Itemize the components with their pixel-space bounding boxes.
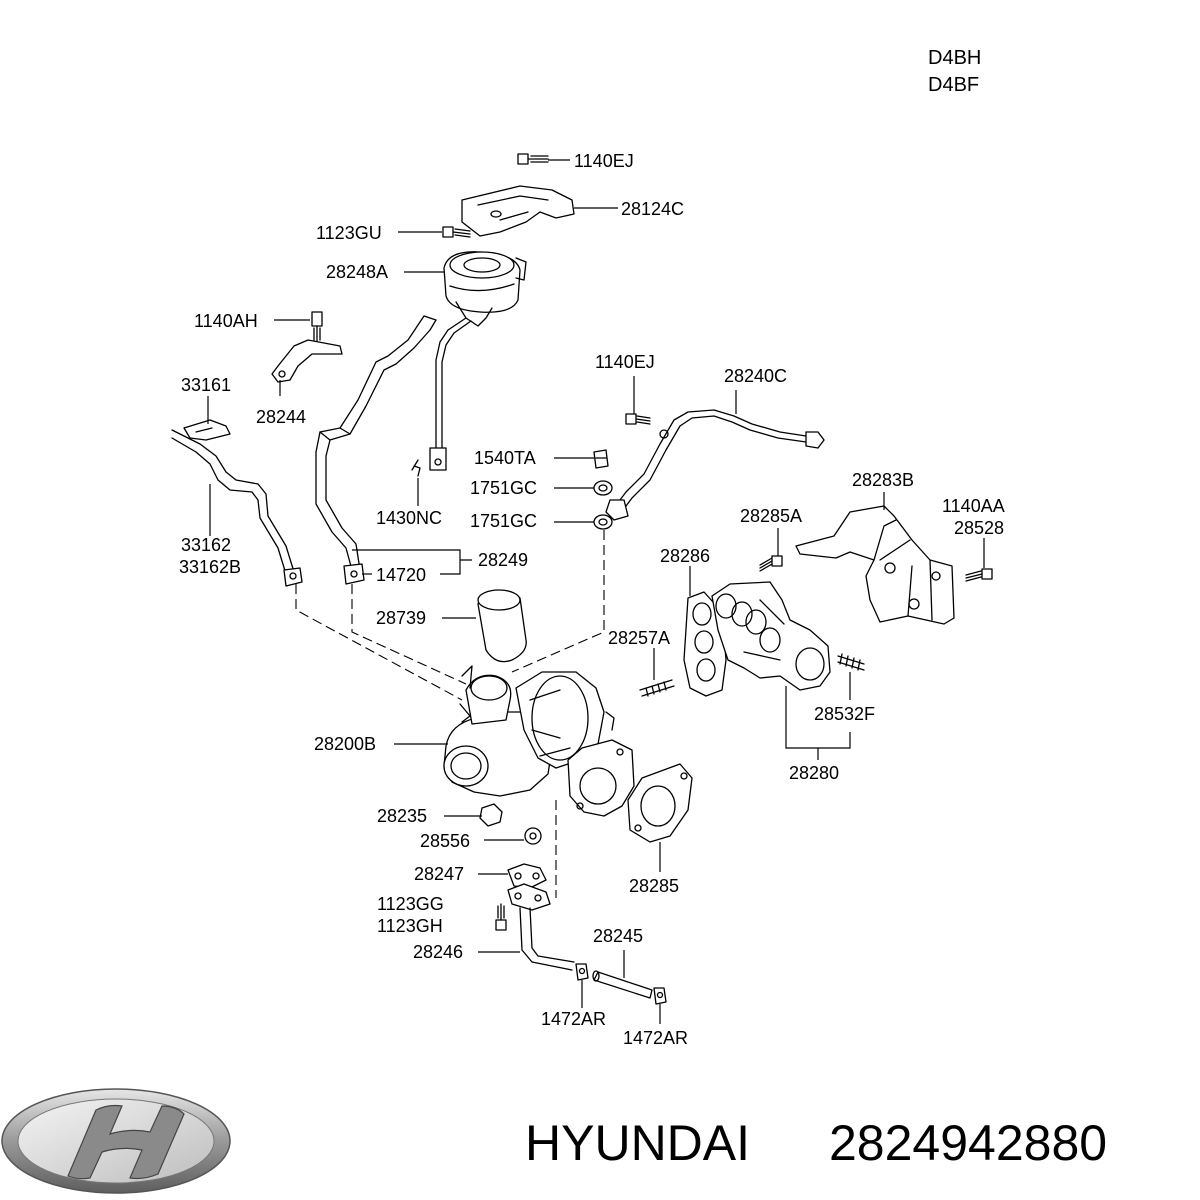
stud-28257a-drawing [639,679,675,697]
engine-code-d4bf: D4BF [928,74,979,96]
pipe-28240c-drawing [605,409,825,521]
label-28556: 28556 [420,831,470,851]
hose-28739-drawing [477,589,527,663]
label-1751gc-a: 1751GC [470,478,537,498]
washer-1751gc-a-drawing [593,480,613,496]
bracket-28244-drawing [271,339,343,383]
label-1472ar-a: 1472AR [541,1009,606,1029]
label-1140aa: 1140AA [942,496,1005,516]
part-number: 2824942880 [829,1115,1107,1171]
label-1540ta: 1540TA [474,448,536,468]
label-28283b: 28283B [852,470,914,490]
bolt-1540ta-drawing [593,449,609,469]
pipe-33162-drawing [171,429,303,587]
heat-protector-28283b-drawing [795,505,955,625]
label-1430nc: 1430NC [376,508,442,528]
pipe-28249-drawing [315,315,437,585]
label-28248a: 28248A [326,262,388,282]
label-28249: 28249 [478,550,528,570]
exhaust-manifold-28280-drawing [711,581,831,691]
label-1140ej-top: 1140EJ [574,151,634,171]
label-14720: 14720 [376,565,426,585]
part-labels: 1140EJ 28124C 1123GU 28248A 1140AH 33161… [179,151,1005,1048]
turbocharger-28200b-drawing [443,665,635,817]
hose-28245-drawing [593,971,653,999]
engine-code-d4bh: D4BH [928,47,981,69]
label-28235: 28235 [377,806,427,826]
label-28285a: 28285A [740,506,802,526]
bolt-1140ah-drawing [311,311,323,343]
actuator-28248a-drawing [429,251,527,471]
washer-1751gc-b-drawing [593,514,613,530]
heat-shield-28124c-drawing [461,185,575,237]
label-28532f: 28532F [814,704,875,724]
label-28124c: 28124C [621,199,684,219]
brand-name: HYUNDAI [525,1115,750,1171]
label-1123gu: 1123GU [316,223,382,243]
bolt-1140ej-top-drawing [517,153,549,165]
label-1751gc-b: 1751GC [470,511,537,531]
bolt-28285a-drawing [759,555,783,572]
clamp-1472ar-a-drawing [575,963,589,981]
bolt-1140ej-mid-drawing [625,413,651,425]
label-28240c: 28240C [724,366,787,386]
hyundai-logo-icon [1,1088,231,1194]
nut-28235-drawing [479,803,503,827]
label-28286: 28286 [660,546,710,566]
label-28245: 28245 [593,926,643,946]
label-28200b: 28200B [314,734,376,754]
label-28528: 28528 [954,518,1004,538]
label-28739: 28739 [376,608,426,628]
label-1140ah: 1140AH [194,311,258,331]
label-1140ej-mid: 1140EJ [595,352,655,372]
label-1123gg: 1123GG [377,894,444,914]
label-28257a: 28257A [608,628,670,648]
assembly-dashed-lines [295,530,605,898]
label-28244: 28244 [256,407,306,427]
leader-lines [207,159,985,1024]
bolt-28528-drawing [965,568,993,582]
label-28280: 28280 [789,763,839,783]
label-28285: 28285 [629,876,679,896]
label-1123gh: 1123GH [377,916,443,936]
gasket-28285-drawing [627,763,693,843]
bolt-1123gu-drawing [442,226,471,238]
label-33161: 33161 [181,375,231,395]
pipe-28246-drawing [507,883,575,971]
pin-1430nc-drawing [411,459,421,477]
clamp-1472ar-b-drawing [653,987,667,1005]
label-33162b: 33162B [179,557,241,577]
bolt-1123gg-drawing [495,903,507,931]
part-drawings [171,153,993,1005]
label-1472ar-b: 1472AR [623,1028,688,1048]
label-28247: 28247 [414,864,464,884]
clip-33161-drawing [183,419,231,441]
gasket-28247-drawing [507,863,547,889]
stud-28532f-drawing [837,653,865,671]
label-28246: 28246 [413,942,463,962]
washer-28556-drawing [524,827,542,845]
label-33162: 33162 [181,535,231,555]
